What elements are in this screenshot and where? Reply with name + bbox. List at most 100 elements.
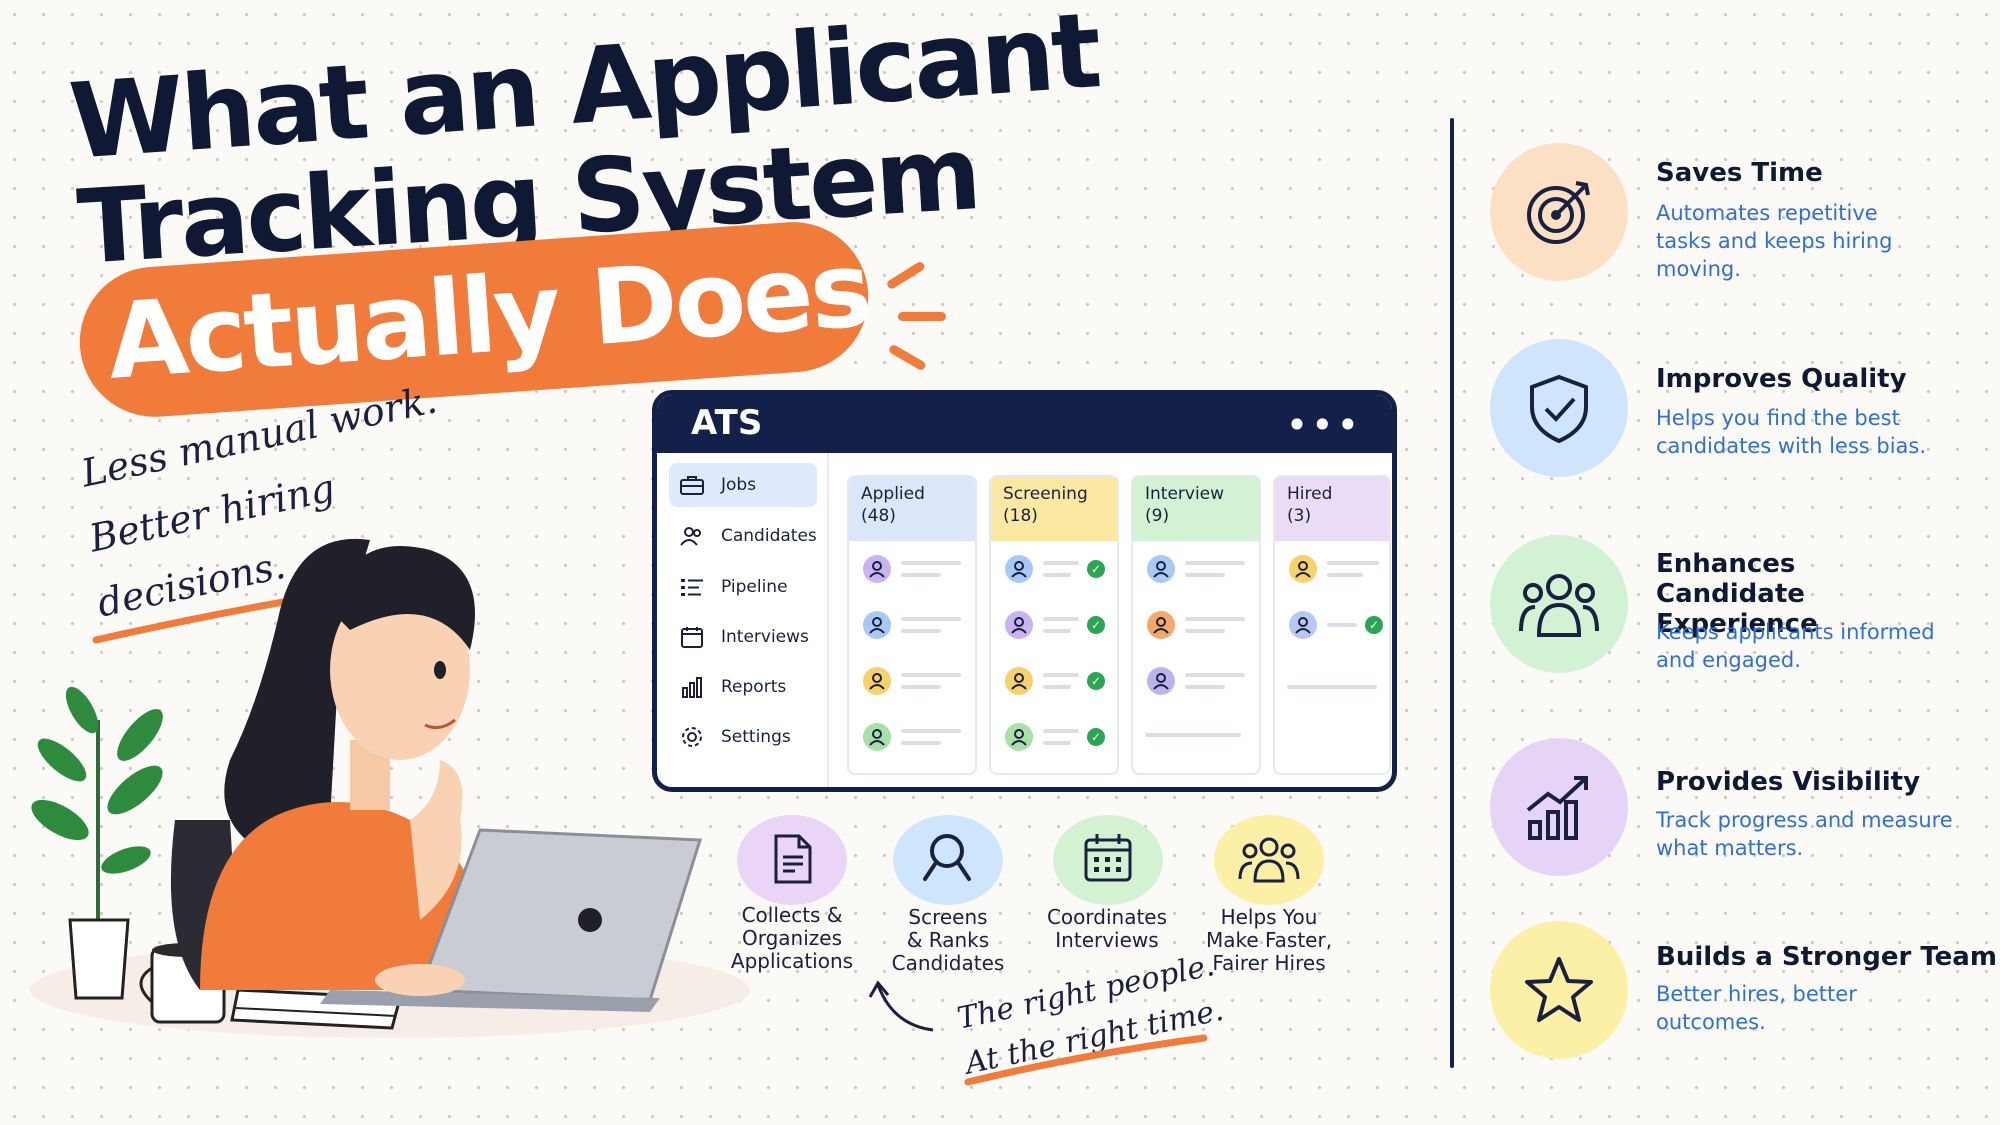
- column-name: Hired: [1287, 484, 1333, 504]
- bar-chart-icon: [682, 677, 702, 698]
- person-icon: [1295, 617, 1311, 634]
- group-icon: [1519, 574, 1599, 637]
- candidate-card[interactable]: [859, 603, 969, 647]
- check-icon: ✓: [1365, 616, 1383, 634]
- benefit-description: Helps you find the best candidates with …: [1656, 406, 1927, 458]
- benefit-title: Enhances Candidate Experience: [1656, 549, 1818, 639]
- check-icon: ✓: [1087, 616, 1105, 634]
- sidebar-item-settings[interactable]: Settings: [669, 715, 817, 759]
- sidebar-item-label: Jobs: [721, 475, 757, 495]
- sidebar-item-label: Pipeline: [721, 577, 788, 597]
- more-options-icon[interactable]: •••: [1285, 403, 1362, 447]
- vertical-divider: [1450, 118, 1454, 1068]
- calendar-icon: [1084, 834, 1132, 882]
- person-icon: [1011, 561, 1027, 578]
- benefit-icon-circle: [1490, 339, 1628, 477]
- candidate-card[interactable]: ✓: [1285, 603, 1389, 647]
- benefit-description: Better hires, better outcomes.: [1656, 982, 1857, 1034]
- column-header: Interview (9): [1133, 477, 1259, 541]
- avatar: [1005, 723, 1033, 751]
- target-icon: [1527, 181, 1590, 244]
- avatar: [1005, 667, 1033, 695]
- candidate-card[interactable]: [1143, 547, 1253, 591]
- avatar: [1289, 611, 1317, 639]
- document-icon: [774, 834, 812, 884]
- avatar: [1147, 611, 1175, 639]
- candidate-card[interactable]: ✓: [1001, 603, 1111, 647]
- avatar: [1005, 611, 1033, 639]
- column-name: Applied: [861, 484, 925, 504]
- candidate-card[interactable]: [859, 715, 969, 759]
- emphasis-burst-line: [898, 312, 946, 321]
- shield-check-icon: [1530, 374, 1588, 443]
- benefit-title: Improves Quality: [1656, 364, 1907, 394]
- candidate-card[interactable]: [859, 547, 969, 591]
- feature-collects-circle: [737, 815, 847, 905]
- ats-title-bar: ATS •••: [657, 395, 1392, 453]
- sidebar-item-candidates[interactable]: Candidates: [669, 514, 817, 558]
- sidebar-item-label: Reports: [721, 677, 787, 697]
- column-name: Interview: [1145, 484, 1225, 504]
- person-icon: [1011, 729, 1027, 746]
- person-icon: [1153, 617, 1169, 634]
- column-count: (18): [1003, 506, 1038, 526]
- benefit-icon-circle: [1490, 535, 1628, 673]
- column-header: Applied (48): [849, 477, 975, 541]
- sidebar-item-interviews[interactable]: Interviews: [669, 615, 817, 659]
- person-icon: [1295, 561, 1311, 578]
- avatar: [863, 555, 891, 583]
- check-icon: ✓: [1087, 560, 1105, 578]
- calendar-icon: [681, 627, 703, 648]
- column-count: (3): [1287, 506, 1312, 526]
- candidate-card[interactable]: ✓: [1001, 659, 1111, 703]
- check-icon: ✓: [1087, 672, 1105, 690]
- avatar: [863, 611, 891, 639]
- footer-note-underline: [964, 1034, 1208, 1086]
- candidate-card[interactable]: [1285, 547, 1389, 591]
- feature-hires-circle: [1214, 815, 1324, 905]
- avatar: [1005, 555, 1033, 583]
- benefit-title: Builds a Stronger Team: [1656, 942, 1997, 972]
- benefit-title: Provides Visibility: [1656, 767, 1921, 797]
- candidate-card[interactable]: [1143, 603, 1253, 647]
- pipeline-column-hired: Hired (3) ✓: [1273, 475, 1391, 775]
- avatar: [1289, 555, 1317, 583]
- column-count: (48): [861, 506, 896, 526]
- sidebar-item-jobs[interactable]: Jobs: [669, 463, 817, 507]
- person-icon: [1153, 673, 1169, 690]
- sidebar-item-reports[interactable]: Reports: [669, 665, 817, 709]
- person-icon: [869, 561, 885, 578]
- plant-icon: [31, 686, 163, 1000]
- people-icon: [680, 527, 701, 546]
- benefit-icon-circle: [1490, 143, 1628, 281]
- avatar: [1147, 555, 1175, 583]
- pipeline-column-interview: Interview (9): [1131, 475, 1261, 775]
- column-name: Screening: [1003, 484, 1088, 504]
- emphasis-burst-line: [885, 260, 927, 291]
- candidate-card[interactable]: ✓: [1001, 715, 1111, 759]
- benefit-icon-circle: [1490, 738, 1628, 876]
- person-icon: [1011, 673, 1027, 690]
- sidebar-item-label: Settings: [721, 727, 791, 747]
- candidate-card[interactable]: [1143, 659, 1253, 703]
- avatar: [863, 723, 891, 751]
- growth-chart-icon: [1526, 776, 1588, 840]
- curved-arrow-icon: [868, 980, 934, 1032]
- sidebar-item-pipeline[interactable]: Pipeline: [669, 565, 817, 609]
- avatar: [863, 667, 891, 695]
- gear-icon: [682, 727, 702, 747]
- avatar: [1147, 667, 1175, 695]
- candidate-card[interactable]: ✓: [1001, 547, 1111, 591]
- sidebar-item-label: Candidates: [721, 526, 817, 546]
- benefit-description: Track progress and measure what matters.: [1656, 808, 1953, 860]
- pipeline-column-screening: Screening (18) ✓ ✓ ✓ ✓: [989, 475, 1119, 775]
- benefit-description: Automates repetitive tasks and keeps hir…: [1656, 201, 1893, 281]
- team-icon: [1238, 837, 1300, 883]
- list-icon: [681, 579, 703, 596]
- feature-screens-circle: [893, 815, 1003, 905]
- person-icon: [1153, 561, 1169, 578]
- candidate-card[interactable]: [859, 659, 969, 703]
